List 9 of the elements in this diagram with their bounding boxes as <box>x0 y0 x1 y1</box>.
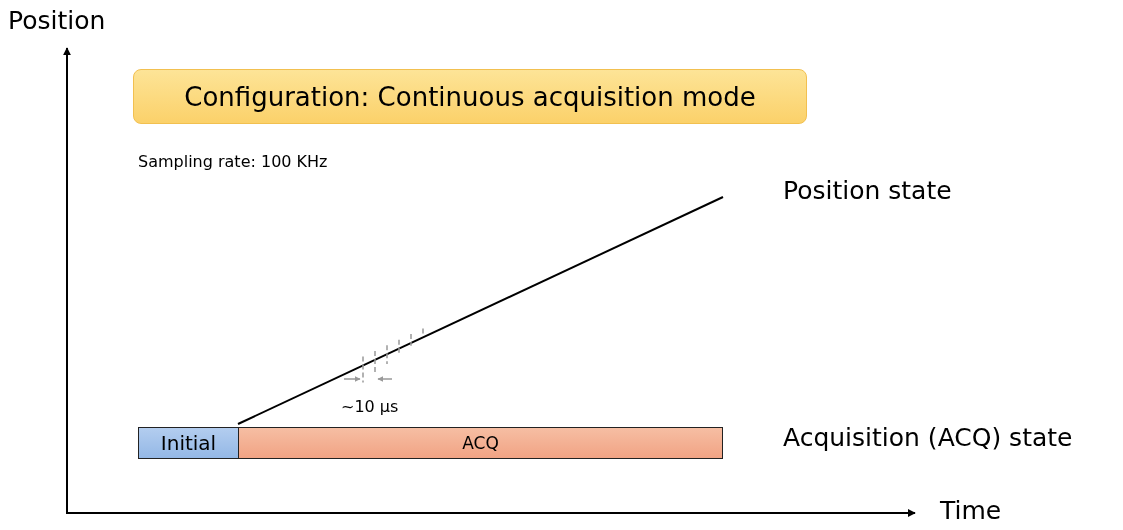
dimension-label: ~10 µs <box>341 397 399 416</box>
note-text: Sampling rate: 100 KHz <box>138 152 328 171</box>
series-label: Acquisition (ACQ) state <box>783 423 1073 452</box>
series-label: Position state <box>783 176 952 205</box>
axis-label: Time <box>940 496 1002 525</box>
state-bar: ACQ <box>238 427 723 459</box>
config-banner: Configuration: Continuous acquisition mode <box>133 69 807 124</box>
axis-label: Position <box>8 6 106 35</box>
state-bar: Initial <box>138 427 239 459</box>
